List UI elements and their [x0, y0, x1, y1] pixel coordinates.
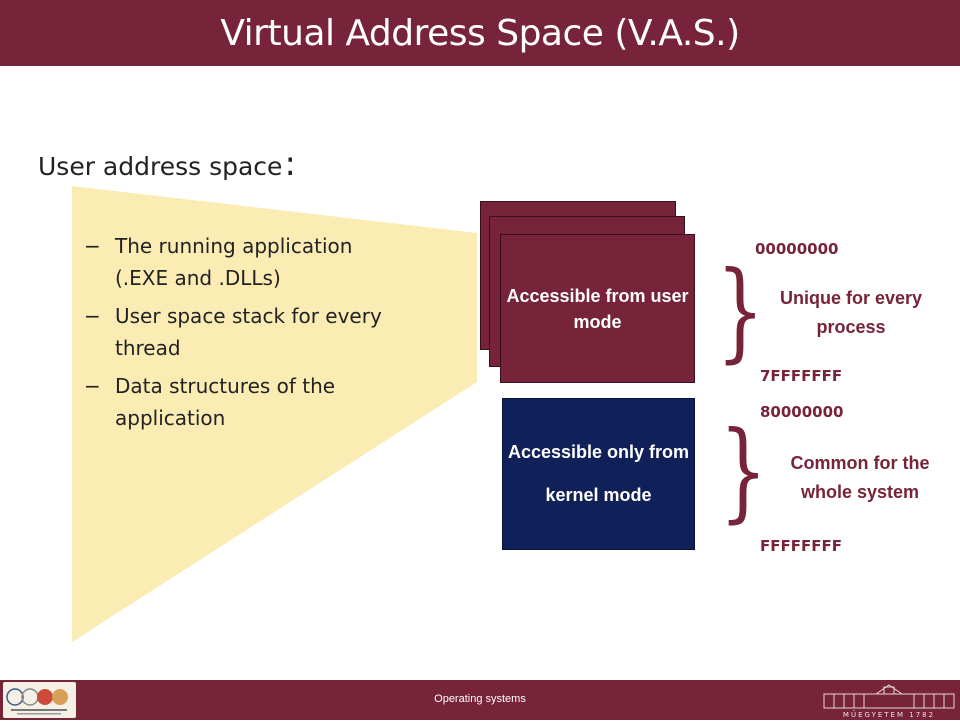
subtitle-text: User address space: [38, 152, 283, 181]
footer-text: Operating systems: [434, 693, 526, 705]
bullet-text: Data structures of the application: [115, 374, 336, 430]
bullet-dash: −: [84, 374, 101, 398]
building-logo-icon: MŰEGYETEM 1782: [823, 684, 955, 719]
kernel-mode-box: Accessible only from kernel mode: [502, 398, 695, 550]
user-brace-icon: }: [716, 249, 765, 374]
university-logo-text: MŰEGYETEM 1782: [843, 710, 935, 719]
bullet-item: − The running application (.EXE and .DLL…: [84, 230, 384, 294]
bullet-dash: −: [84, 304, 101, 328]
user-space-description: Unique for every process: [779, 288, 923, 337]
address-kernel-end: FFFFFFFF: [760, 537, 842, 555]
footer-bar: Operating systems MŰEGYETEM 1782: [0, 680, 960, 720]
subtitle: User address space:: [38, 144, 296, 184]
bullet-text: User space stack for every thread: [115, 304, 382, 360]
faculty-logo-icon: [6, 688, 68, 715]
kernel-space-description: Common for the whole system: [790, 453, 930, 502]
kernel-mode-label: Accessible only from kernel mode: [507, 442, 690, 505]
title-bar: Virtual Address Space (V.A.S.): [0, 0, 960, 66]
slide-title: Virtual Address Space (V.A.S.): [220, 12, 740, 54]
address-user-start: 00000000: [755, 240, 839, 258]
address-kernel-start: 80000000: [760, 403, 844, 421]
faculty-logo: [3, 682, 76, 718]
kernel-brace-icon: }: [719, 409, 768, 534]
user-mode-box: Accessible from user mode: [500, 234, 695, 383]
bullet-text: The running application (.EXE and .DLLs): [115, 234, 353, 290]
bullet-list: − The running application (.EXE and .DLL…: [84, 230, 384, 440]
subtitle-colon: :: [284, 144, 296, 184]
bullet-item: − Data structures of the application: [84, 370, 384, 434]
bullet-item: − User space stack for every thread: [84, 300, 384, 364]
bullet-dash: −: [84, 234, 101, 258]
university-logo: MŰEGYETEM 1782: [820, 682, 958, 719]
address-user-end: 7FFFFFFF: [760, 367, 843, 385]
user-mode-label: Accessible from user mode: [506, 285, 689, 332]
